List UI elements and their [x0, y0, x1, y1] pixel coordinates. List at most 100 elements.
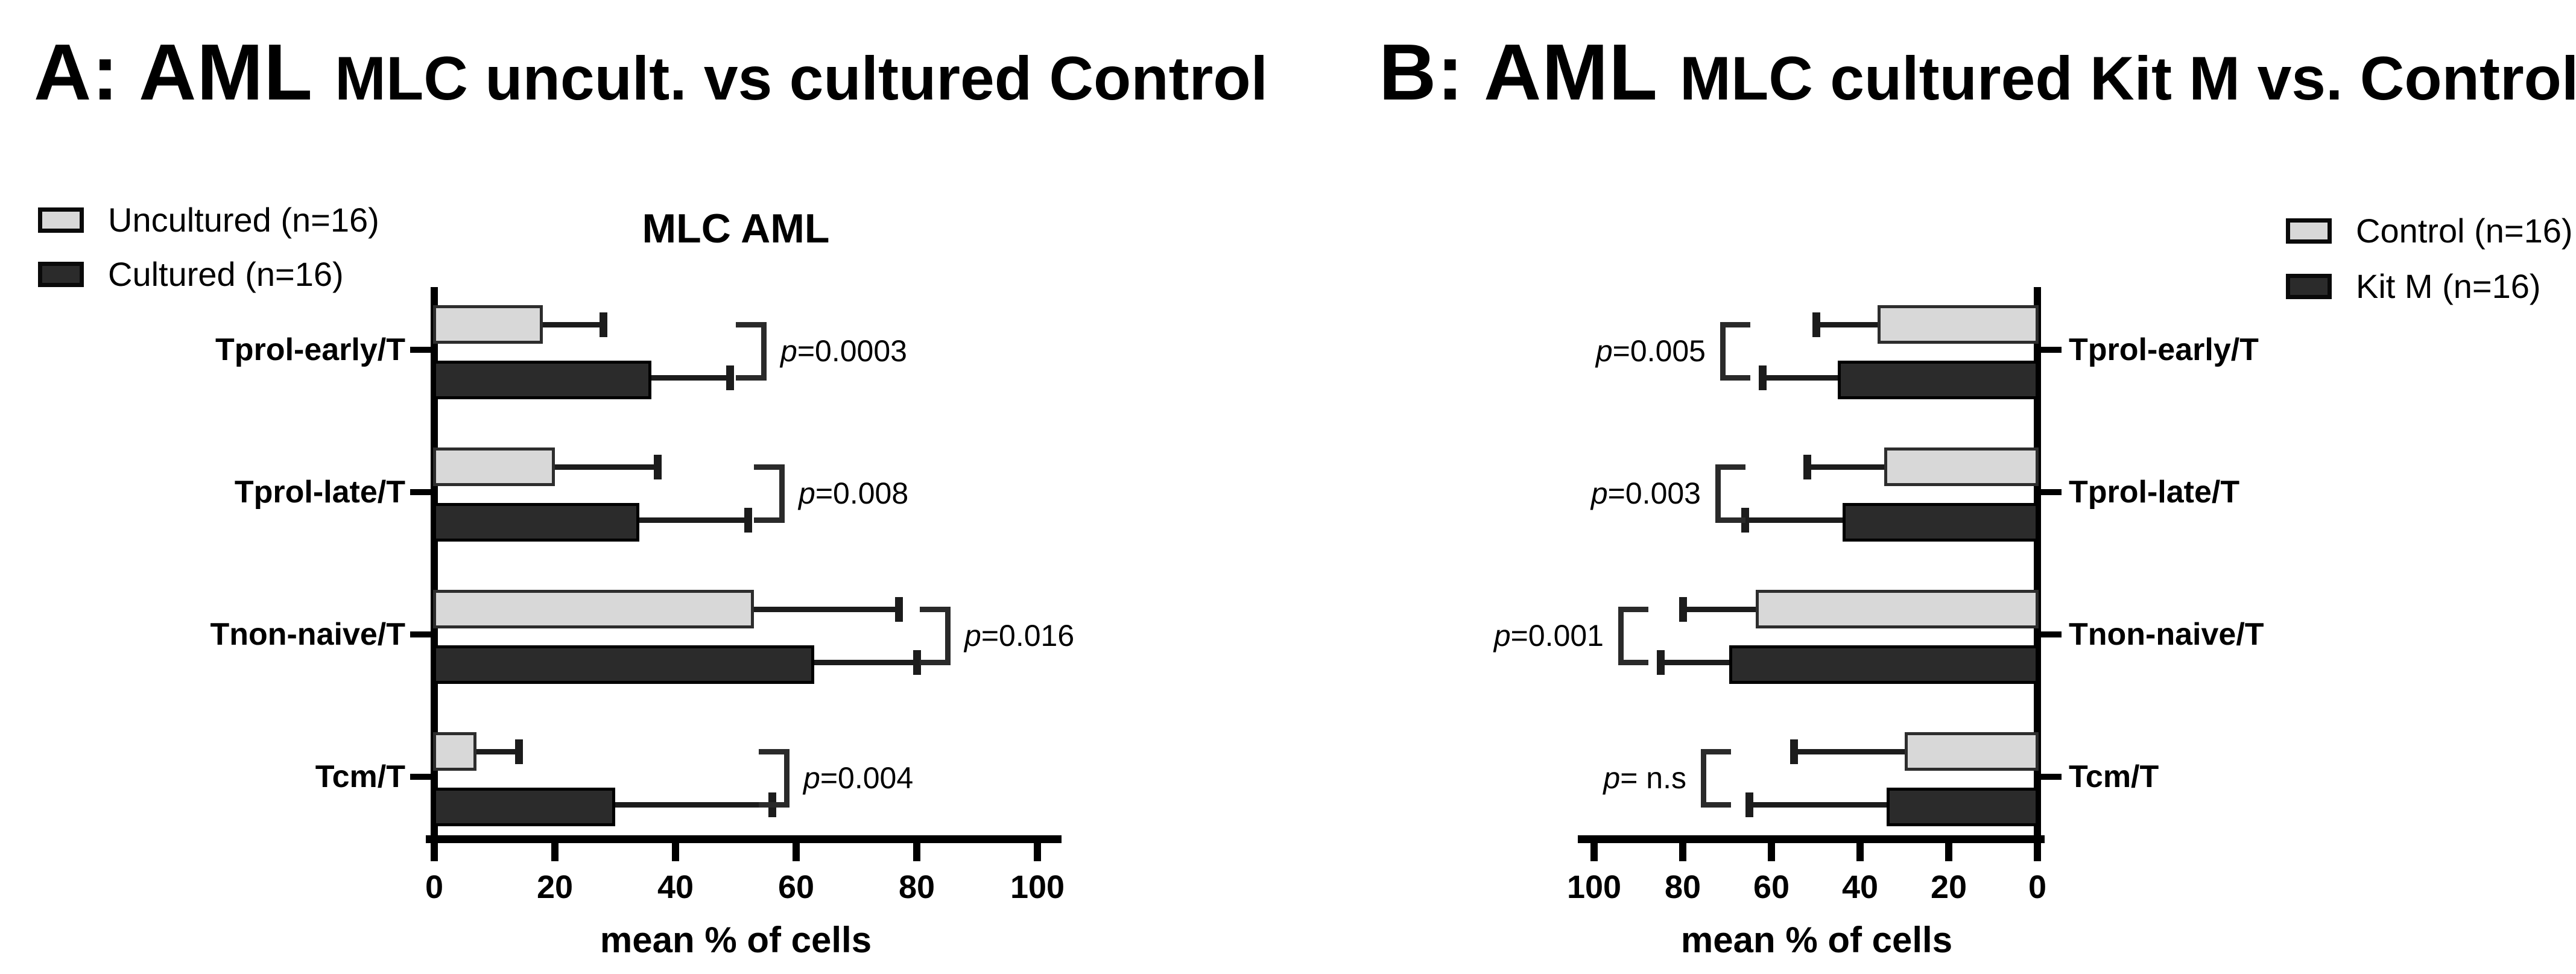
panel-a-title-rest: MLC uncult. vs cultured Control — [334, 44, 1268, 113]
legend-label-control: Control (n=16) — [2356, 212, 2573, 250]
panel-a-bracket-arm-bottom — [759, 802, 789, 808]
legend-item-kitm: Kit M (n=16) — [2286, 267, 2541, 306]
panel-b-p-value: p=0.005 — [1595, 334, 1706, 368]
panel-b-cat-label: Tcm/T — [2069, 759, 2159, 794]
panel-b-bar-Control (n=16) — [1756, 590, 2039, 628]
panel-b-error-line — [1683, 607, 1756, 612]
legend-item-cultured: Cultured (n=16) — [38, 255, 344, 294]
panel-a-x-tick-label: 0 — [425, 869, 444, 905]
panel-b-error-cap — [1759, 365, 1767, 390]
panel-b-bracket-arm-bottom — [1618, 660, 1648, 665]
panel-a-y-axis — [431, 287, 438, 840]
panel-a-title-prefix: A: AML — [34, 28, 313, 116]
legend-label-cultured: Cultured (n=16) — [108, 255, 344, 293]
panel-b-title: B: AML MLC cultured Kit M vs. Control — [1379, 27, 2576, 118]
panel-b-bracket-arm-bottom — [1720, 375, 1750, 381]
panel-a-x-tick-label: 80 — [898, 869, 935, 905]
panel-a-error-line — [651, 375, 730, 381]
panel-a-bracket-vline — [945, 607, 951, 665]
panel-a-cat-tick — [410, 631, 434, 637]
panel-b-cat-label: Tnon-naive/T — [2069, 617, 2264, 652]
panel-a-cat-label: Tprol-early/T — [215, 332, 405, 367]
panel-a-cat-label: Tprol-late/T — [234, 475, 405, 510]
panel-b-x-axis-label: mean % of cells — [1680, 920, 1953, 960]
panel-a-error-cap — [654, 455, 662, 479]
legend-swatch-control — [2286, 218, 2332, 244]
panel-b-bracket-arm-top — [1715, 464, 1745, 470]
panel-b-bracket-vline — [1701, 749, 1706, 808]
panel-a-x-tick — [913, 842, 920, 861]
panel-b-x-tick — [1856, 842, 1864, 861]
panel-b-title-rest: MLC cultured Kit M vs. Control — [1679, 44, 2576, 113]
panel-a-p-value: p=0.008 — [799, 476, 909, 510]
panel-b-x-tick — [1590, 842, 1598, 861]
panel-a-bar-Cultured (n=16) — [433, 788, 615, 826]
panel-b-bar-Kit M (n=16) — [1729, 645, 2039, 684]
panel-b-x-tick-label: 100 — [1566, 869, 1622, 905]
panel-a-x-tick-label: 60 — [777, 869, 815, 905]
panel-a-cat-tick — [410, 347, 434, 353]
panel-a-x-tick-label: 100 — [1010, 869, 1065, 905]
legend-swatch-uncultured — [38, 207, 84, 233]
panel-a-error-line — [754, 607, 899, 612]
panel-b-error-cap — [1803, 455, 1811, 479]
panel-b-error-line — [1762, 375, 1838, 381]
panel-a-bracket-vline — [779, 464, 785, 523]
legend-item-control: Control (n=16) — [2286, 211, 2573, 250]
panel-b-bar-Control (n=16) — [1884, 447, 2039, 486]
panel-a-p-value: p=0.004 — [803, 761, 914, 795]
panel-a-error-cap — [744, 508, 752, 533]
panel-b-bracket-arm-top — [1618, 607, 1648, 612]
panel-b-bar-Kit M (n=16) — [1842, 503, 2039, 542]
panel-a-bar-Uncultured (n=16) — [433, 447, 555, 486]
panel-b-error-cap — [1679, 597, 1687, 622]
panel-b-error-line — [1806, 464, 1885, 470]
panel-a-error-cap — [600, 312, 607, 337]
panel-b-x-tick-label: 80 — [1664, 869, 1701, 905]
panel-a-bracket-arm-top — [736, 322, 766, 327]
panel-b-error-cap — [1790, 739, 1798, 764]
panel-a-x-tick — [551, 842, 559, 861]
panel-a-bracket-vline — [761, 322, 767, 381]
panel-b-bracket-vline — [1715, 464, 1721, 523]
panel-b-error-cap — [1657, 650, 1665, 675]
panel-b-bar-Control (n=16) — [1878, 305, 2039, 344]
panel-a-bracket-arm-bottom — [736, 375, 766, 381]
panel-b-error-line — [1744, 517, 1843, 523]
panel-b-x-tick-label: 60 — [1753, 869, 1790, 905]
panel-a-error-line — [814, 660, 917, 665]
panel-a-error-cap — [895, 597, 903, 622]
panel-b-x-tick-label: 20 — [1930, 869, 1967, 905]
panel-b-cat-tick — [2037, 774, 2062, 780]
panel-a-error-line — [615, 802, 772, 808]
panel-b-bar-Kit M (n=16) — [1887, 788, 2039, 826]
panel-a-chart-title: MLC AML — [642, 206, 830, 251]
panel-b-cat-label: Tprol-early/T — [2069, 332, 2259, 367]
panel-b-x-tick — [1768, 842, 1775, 861]
panel-b-x-tick — [1945, 842, 1952, 861]
panel-b-title-prefix: B: AML — [1379, 28, 1658, 116]
panel-b-error-cap — [1745, 792, 1754, 817]
panel-b-bracket-vline — [1618, 607, 1624, 665]
panel-b-error-line — [1815, 322, 1878, 327]
panel-b-error-line — [1793, 749, 1905, 754]
panel-b-cat-label: Tprol-late/T — [2069, 475, 2240, 510]
panel-b-cat-tick — [2037, 631, 2062, 637]
panel-a-error-cap — [726, 365, 734, 390]
panel-b-error-cap — [1812, 312, 1820, 337]
panel-a-bracket-arm-top — [759, 749, 789, 754]
panel-a-cat-tick — [410, 774, 434, 780]
panel-a-error-line — [476, 749, 519, 754]
panel-a-cat-label: Tnon-naive/T — [210, 617, 405, 652]
panel-a-x-tick-label: 20 — [536, 869, 574, 905]
panel-a-x-tick — [672, 842, 679, 861]
panel-a-x-tick — [1034, 842, 1041, 861]
panel-a-error-cap — [515, 739, 523, 764]
legend-label-uncultured: Uncultured (n=16) — [108, 201, 379, 239]
panel-b-p-value: p=0.003 — [1590, 476, 1701, 510]
panel-a-error-line — [543, 322, 603, 327]
panel-b-cat-tick — [2037, 489, 2062, 495]
panel-a-bar-Uncultured (n=16) — [433, 732, 476, 771]
panel-a-error-line — [555, 464, 657, 470]
